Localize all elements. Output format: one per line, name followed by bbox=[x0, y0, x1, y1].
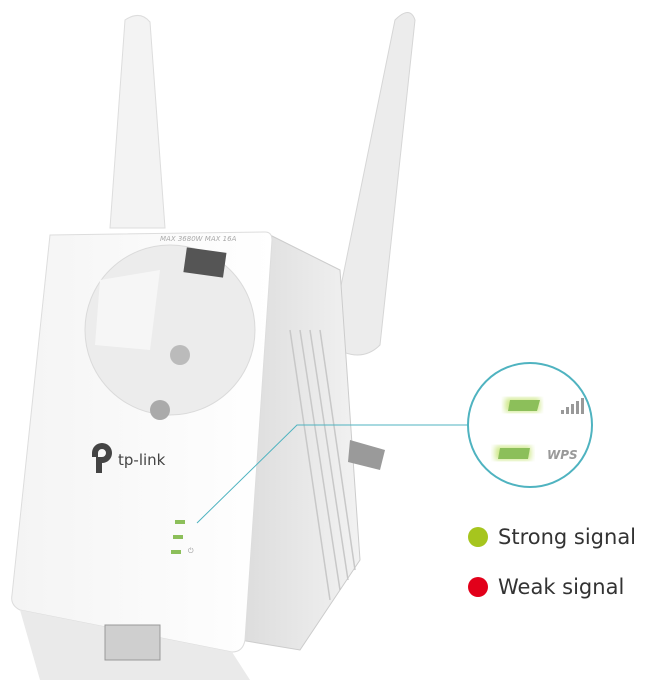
socket-hole bbox=[150, 400, 170, 420]
device-side bbox=[239, 234, 385, 651]
socket-hole bbox=[170, 345, 190, 365]
rating-label: MAX 3680W MAX 16A bbox=[160, 235, 237, 243]
wps-label: WPS bbox=[547, 448, 578, 462]
legend-label: Strong signal bbox=[498, 525, 637, 549]
power-icon: ⏻ bbox=[188, 547, 194, 555]
signal-led bbox=[508, 400, 540, 411]
device-front: MAX 3680W MAX 16A tp-link ⏻ bbox=[11, 231, 273, 680]
power-socket bbox=[84, 244, 256, 420]
legend-weak-signal: Weak signal bbox=[468, 575, 624, 599]
signal-bars-icon bbox=[561, 398, 584, 414]
red-dot-icon bbox=[468, 577, 488, 597]
ethernet-port bbox=[104, 624, 161, 661]
brand-logo: tp-link bbox=[92, 443, 166, 473]
left-antenna bbox=[109, 15, 166, 229]
callout-line bbox=[196, 424, 470, 524]
svg-text:tp-link: tp-link bbox=[118, 451, 166, 469]
green-dot-icon bbox=[468, 527, 488, 547]
plug-pin bbox=[348, 440, 385, 470]
wps-led bbox=[498, 448, 530, 459]
tp-link-logo-icon bbox=[92, 443, 112, 473]
earth-clip bbox=[183, 247, 227, 278]
device-leds: ⏻ bbox=[171, 520, 194, 555]
led-callout: WPS bbox=[467, 362, 593, 488]
legend-strong-signal: Strong signal bbox=[468, 525, 636, 549]
legend-label: Weak signal bbox=[498, 575, 625, 599]
